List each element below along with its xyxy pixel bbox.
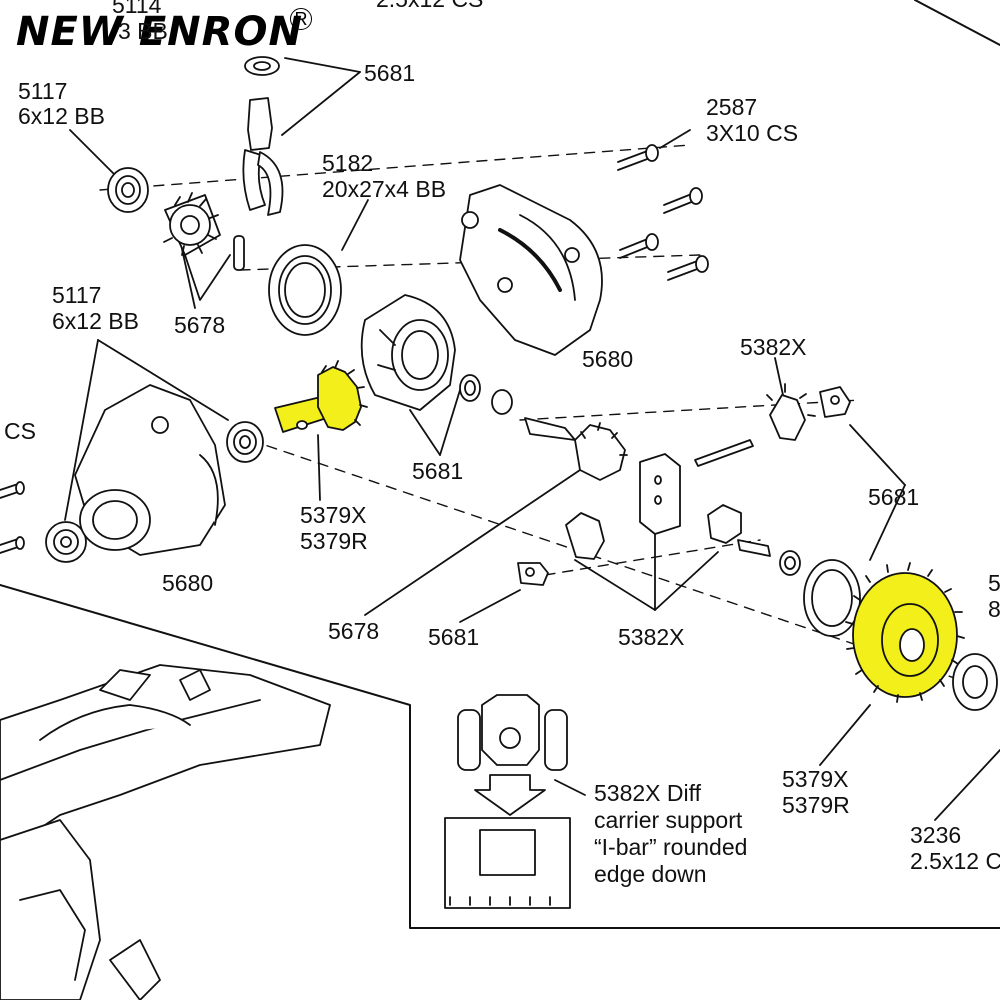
carrier-note-line-4: edge down xyxy=(594,861,707,887)
label-5680-left: 5680 xyxy=(162,570,214,596)
diff-pin-5681-lower xyxy=(517,562,549,586)
housing-5680-left xyxy=(74,384,226,556)
screws-2587 xyxy=(617,144,709,281)
label-5379x-right: 5379X xyxy=(782,766,849,792)
label-right-5: 5 xyxy=(988,570,1000,596)
bearing-5117-b xyxy=(226,421,264,463)
washer-5681 xyxy=(779,550,801,576)
bevel-gear-5382x-right xyxy=(707,504,771,557)
bevel-gear-5382x-left xyxy=(565,512,605,560)
bearing-5182 xyxy=(268,244,342,336)
section-outline xyxy=(0,0,1000,929)
cross-shaft-5382x xyxy=(694,439,754,467)
inset-carrier-illustration xyxy=(444,694,571,909)
carrier-note-line-2: carrier support xyxy=(594,807,743,833)
i-bar-carrier-5382x xyxy=(639,453,681,535)
cross-pin-5678 xyxy=(233,235,245,271)
label-3236-spec: 2.5x12 CS xyxy=(910,848,1000,874)
chassis-frame xyxy=(0,664,331,1000)
leader-lines xyxy=(64,57,1000,821)
label-5681-right: 5681 xyxy=(868,484,920,510)
label-5114-spec: 3 BB xyxy=(118,18,168,44)
shim-washers xyxy=(459,374,513,415)
label-5114-number: 5114 xyxy=(112,0,162,18)
label-5379r-right: 5379R xyxy=(782,792,850,818)
label-5117-b-spec: 6x12 BB xyxy=(52,308,139,334)
label-5117-a-number: 5117 xyxy=(18,78,68,104)
label-5681-top: 5681 xyxy=(364,60,416,86)
label-left-cs: CS xyxy=(4,418,36,444)
pinion-gear-5379x-highlighted xyxy=(274,360,368,433)
carrier-note: 5382X Diff carrier support “I-bar” round… xyxy=(594,780,747,888)
label-5681-center: 5681 xyxy=(412,458,464,484)
ring-gear-5379x-highlighted xyxy=(845,562,965,703)
left-side-bolts xyxy=(0,481,25,554)
label-2587-number: 2587 xyxy=(706,94,758,120)
label-5681-bottom: 5681 xyxy=(428,624,480,650)
label-5382x-bottom: 5382X xyxy=(618,624,685,650)
spider-gear-cluster xyxy=(163,192,221,256)
bearing-right xyxy=(952,653,998,711)
registered-mark: R xyxy=(290,8,312,30)
label-5379r-left: 5379R xyxy=(300,528,368,554)
carrier-note-line-3: “I-bar” rounded xyxy=(594,834,748,860)
label-5382x-top: 5382X xyxy=(740,334,807,360)
bearing-5114 xyxy=(244,56,280,76)
diff-pin-5681 xyxy=(819,386,851,418)
carrier-note-line-1: 5382X Diff xyxy=(594,780,701,806)
output-shaft-5678 xyxy=(524,417,628,481)
bearing-5117-a xyxy=(107,167,149,213)
bearing-5117-c xyxy=(45,521,87,563)
label-5678-bottom: 5678 xyxy=(328,618,380,644)
label-2587-spec: 3X10 CS xyxy=(706,120,799,146)
label-5182-number: 5182 xyxy=(322,150,374,176)
label-3236-number: 3236 xyxy=(910,822,962,848)
housing-5680-top xyxy=(459,184,603,356)
label-top-cs: 2.5x12 CS xyxy=(376,0,483,12)
label-5117-a-spec: 6x12 BB xyxy=(18,103,105,129)
diff-cup xyxy=(360,294,456,411)
label-5182-spec: 20x27x4 BB xyxy=(322,176,447,202)
shift-fork-5681 xyxy=(242,97,284,216)
label-right-8: 8 xyxy=(988,596,1000,622)
label-5117-b-number: 5117 xyxy=(52,282,102,308)
label-5678-top: 5678 xyxy=(174,312,226,338)
label-5379x-left: 5379X xyxy=(300,502,367,528)
label-5680-top: 5680 xyxy=(582,346,634,372)
bevel-gear-5382x-top xyxy=(766,383,816,441)
diff-cover-ring xyxy=(803,559,861,637)
brand-logo: NEW ENRON xyxy=(16,9,303,55)
